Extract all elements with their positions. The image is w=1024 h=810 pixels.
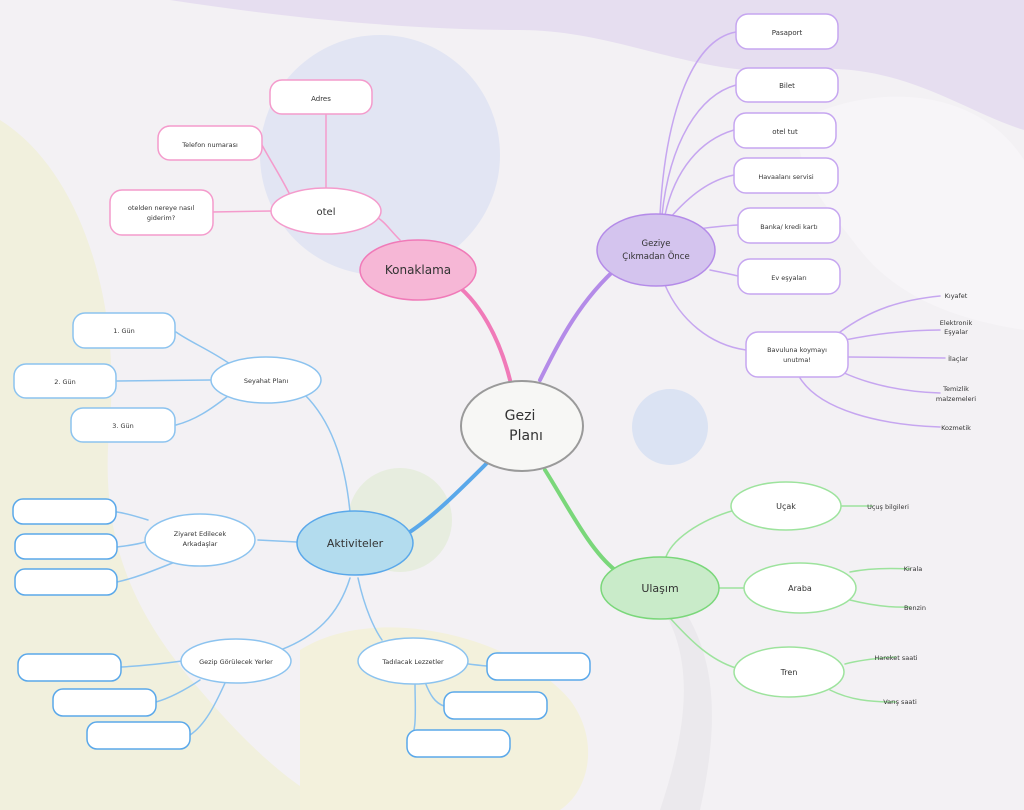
konaklama-label: Konaklama [385,263,451,277]
nasil-line2: giderim? [147,214,175,222]
node-banka-kart[interactable]: Banka/ kredi kartı [737,207,841,244]
tren-label: Tren [780,668,798,677]
ev-esyalari-label: Ev eşyaları [771,274,807,282]
gun-3-label: 3. Gün [112,422,134,430]
bavul-items: Kıyafet Elektronik Eşyalar İlaçlar Temiz… [936,292,976,432]
node-ucak[interactable]: Uçak [730,481,842,531]
connector-center-ulasim [543,468,617,572]
branch-gezi-oncesi[interactable]: Geziye Çıkmadan Önce [596,213,716,287]
bavul-item-elektronik-line2: Eşyalar [944,328,968,336]
bavul-line1: Bavuluna koymayı [767,346,827,354]
telefon-label: Telefon numarası [181,141,238,149]
araba-label: Araba [788,584,812,593]
ziyaret-blank-1[interactable] [12,498,117,525]
node-gezilecek[interactable]: Gezip Görülecek Yerler [180,638,292,684]
tadilacak-blank-3[interactable] [406,729,511,758]
varis-saati-label: Varış saati [883,698,917,706]
node-gun-2[interactable]: 2. Gün [13,363,117,399]
adres-label: Adres [311,95,331,103]
gezi-oncesi-line2: Çıkmadan Önce [622,251,689,262]
node-tadilacak[interactable]: Tadılacak Lezzetler [357,637,469,685]
ziyaret-blank-2[interactable] [14,533,118,560]
tadilacak-blank-2[interactable] [443,691,548,720]
nasil-line1: otelden nereye nasıl [128,204,194,212]
node-otel[interactable]: otel [270,187,382,235]
gezilecek-blank-3[interactable] [86,721,191,750]
bavul-item-kozmetik: Kozmetik [941,424,971,432]
bavul-item-kiyafet: Kıyafet [945,292,968,300]
tadilacak-label: Tadılacak Lezzetler [381,658,444,666]
branch-konaklama[interactable]: Konaklama [359,239,477,301]
havaalani-label: Havaalanı servisi [758,173,814,181]
bavul-item-ilaclar: İlaçlar [948,354,968,363]
benzin-label: Benzin [904,604,926,612]
node-bavul[interactable]: Bavuluna koymayı unutma! [745,331,849,378]
connector-center-aktiviteler [403,458,492,537]
node-telefon[interactable]: Telefon numarası [157,125,263,161]
node-havaalani[interactable]: Havaalanı servisi [733,157,839,194]
center-title-line2: Planı [509,428,543,444]
ulasim-label: Ulaşım [641,582,678,595]
bavul-item-temizlik-line2: malzemeleri [936,395,976,403]
connectors [116,31,946,744]
gezilecek-blank-1[interactable] [17,653,122,682]
aktiviteler-label: Aktiviteler [327,537,384,550]
node-seyahat-plani[interactable]: Seyahat Planı [210,356,322,404]
gezi-oncesi-line1: Geziye [642,239,671,249]
tadilacak-blank-1[interactable] [486,652,591,681]
bilet-label: Bilet [779,82,795,90]
gezilecek-label: Gezip Görülecek Yerler [199,658,273,666]
connector-center-konaklama [448,278,512,382]
node-ziyaret[interactable]: Ziyaret Edilecek Arkadaşlar [144,513,256,567]
ziyaret-line1: Ziyaret Edilecek [174,530,227,538]
center-title-line1: Gezi [505,408,536,424]
branch-aktiviteler[interactable]: Aktiviteler [296,510,414,576]
gezilecek-blank-2[interactable] [52,688,157,717]
node-gun-1[interactable]: 1. Gün [72,312,176,349]
node-tren[interactable]: Tren [733,646,845,698]
node-ev-esyalari[interactable]: Ev eşyaları [737,258,841,295]
bavul-line2: unutma! [783,356,811,364]
gun-1-label: 1. Gün [113,327,135,335]
branch-ulasim[interactable]: Ulaşım [600,556,720,620]
ziyaret-blank-3[interactable] [14,568,118,596]
bavul-item-temizlik-line1: Temizlik [942,385,969,393]
node-otel-tut[interactable]: otel tut [733,112,837,149]
gun-2-label: 2. Gün [54,378,76,386]
ucak-label: Uçak [776,502,796,511]
hareket-saati-label: Hareket saati [874,654,917,662]
node-nasil-giderim[interactable]: otelden nereye nasıl giderim? [109,189,214,236]
otel-label: otel [317,207,336,218]
node-araba[interactable]: Araba [743,562,857,614]
kirala-label: Kirala [904,565,923,573]
node-bilet[interactable]: Bilet [735,67,839,103]
center-topic[interactable]: Gezi Planı [460,380,584,472]
ucus-bilgileri-label: Uçuş bilgileri [867,503,909,511]
seyahat-plani-label: Seyahat Planı [244,377,289,385]
banka-label: Banka/ kredi kartı [760,223,818,231]
otel-tut-label: otel tut [772,128,798,136]
node-gun-3[interactable]: 3. Gün [70,407,176,443]
node-pasaport[interactable]: Pasaport [735,13,839,50]
pasaport-label: Pasaport [772,29,803,37]
bavul-item-elektronik-line1: Elektronik [940,319,973,327]
node-adres[interactable]: Adres [269,79,373,115]
ziyaret-line2: Arkadaşlar [183,540,218,548]
connector-center-gezi-oncesi [538,263,622,382]
